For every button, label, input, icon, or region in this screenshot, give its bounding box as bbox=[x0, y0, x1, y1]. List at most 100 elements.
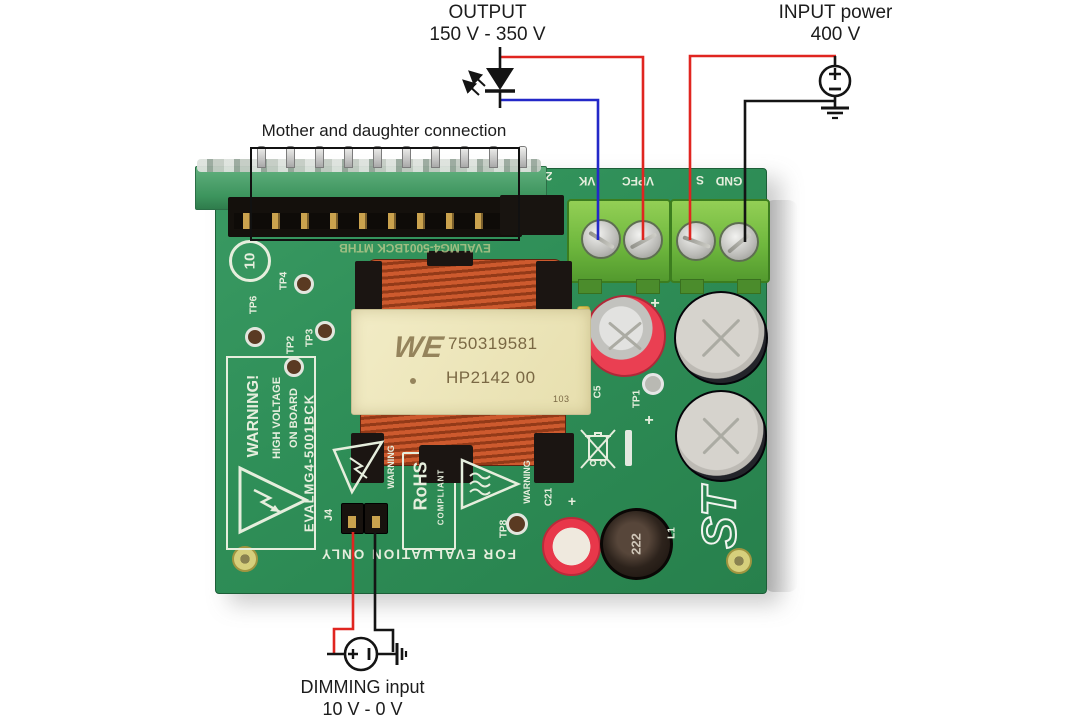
header-pin bbox=[373, 146, 382, 168]
silkscreen-term-gnd: GND bbox=[715, 174, 743, 188]
tp4-label: TP4 bbox=[278, 271, 290, 291]
transformer-part-number: 750319581 bbox=[448, 334, 538, 353]
terminal-foot bbox=[737, 279, 761, 294]
polarity-plus-mark: + bbox=[650, 295, 660, 312]
terminal-foot bbox=[578, 279, 602, 294]
j4-pin-2 bbox=[364, 503, 388, 534]
we-logo: WE bbox=[391, 331, 446, 364]
capacitor-bulk-1 bbox=[674, 291, 768, 385]
mounting-pad bbox=[232, 546, 258, 572]
ground-symbol bbox=[821, 106, 849, 120]
pin-header-contacts bbox=[234, 213, 516, 229]
solder-joints-row bbox=[197, 159, 541, 172]
output-title: OUTPUT bbox=[448, 2, 527, 23]
header-pin bbox=[286, 146, 295, 168]
input-label: INPUT power 400 V bbox=[748, 2, 923, 46]
capacitor-c5 bbox=[584, 295, 666, 377]
pin-header-connector bbox=[228, 197, 522, 237]
c21-label: C21 bbox=[543, 487, 555, 507]
header-pin bbox=[460, 146, 469, 168]
tp6-testpoint bbox=[245, 327, 265, 347]
for-evaluation-text: FOR EVALUATION ONLY bbox=[319, 546, 517, 562]
transformer-label-plate: WE 750319581 HP2142 00 103 bbox=[351, 309, 591, 415]
capacitor-bulk-2 bbox=[675, 390, 767, 482]
header-pin bbox=[257, 146, 266, 168]
j4-label: J4 bbox=[323, 508, 335, 522]
high-voltage-text: HIGH VOLTAGE bbox=[271, 376, 283, 460]
tp4-testpoint bbox=[294, 274, 314, 294]
output-label: OUTPUT 150 V - 350 V bbox=[400, 2, 575, 46]
transformer-code: 103 bbox=[553, 394, 570, 404]
terminal-screw-in bbox=[676, 221, 716, 261]
capacitor-c21 bbox=[542, 517, 601, 576]
mother-daughter-label: Mother and daughter connection bbox=[261, 121, 507, 140]
transformer-clamp bbox=[536, 261, 572, 310]
led-light-arrow bbox=[468, 70, 486, 87]
ground-symbol bbox=[395, 643, 408, 665]
input-value: 400 V bbox=[810, 24, 861, 45]
terminal-screw-vk bbox=[581, 219, 621, 259]
tp2-testpoint bbox=[284, 357, 304, 377]
screw-slot bbox=[587, 230, 615, 250]
inductor-marking: 222 bbox=[628, 533, 644, 555]
terminal-screw-vpfc bbox=[623, 220, 663, 260]
input-voltage-source-symbol bbox=[818, 56, 852, 120]
transformer-clamp bbox=[355, 261, 382, 310]
screw-slot bbox=[629, 232, 657, 250]
terminal-foot bbox=[636, 279, 660, 294]
input-title: INPUT power bbox=[778, 2, 893, 23]
silkscreen-term-vpfc: VPFC bbox=[621, 174, 655, 188]
plate-dot bbox=[410, 378, 416, 384]
silkscreen-term-vk: VK bbox=[578, 174, 596, 188]
j4-pin-1 bbox=[341, 503, 364, 534]
led-light-arrow bbox=[462, 79, 480, 96]
transformer-rev: HP2142 00 bbox=[446, 368, 536, 387]
header-pin bbox=[402, 146, 411, 168]
transformer-clamp bbox=[534, 433, 574, 483]
transformer-clamp bbox=[427, 251, 473, 266]
polarity-plus-mark: + bbox=[567, 493, 577, 509]
tp2-label: TP2 bbox=[285, 335, 297, 355]
epup-10-number: 10 bbox=[241, 252, 259, 270]
plus-sign bbox=[829, 68, 841, 80]
plus-sign bbox=[348, 649, 358, 659]
hot-surface-triangle-icon bbox=[460, 458, 522, 510]
weee-bin-icon bbox=[580, 429, 616, 469]
mother-daughter-box bbox=[250, 147, 520, 241]
header-pin bbox=[489, 146, 498, 168]
dimming-title: DIMMING input bbox=[300, 677, 425, 697]
dimming-label: DIMMING input 10 V - 0 V bbox=[275, 676, 450, 718]
on-board-text: ON BOARD bbox=[288, 388, 300, 448]
dimming-voltage-source-symbol bbox=[327, 636, 408, 672]
transformer-clamp bbox=[419, 445, 473, 483]
led-symbol bbox=[462, 47, 515, 108]
screw-slot bbox=[726, 231, 752, 254]
tp8-testpoint bbox=[506, 513, 528, 535]
warning-excl-text: WARNING! bbox=[245, 374, 262, 458]
header-pin bbox=[344, 146, 353, 168]
st-logo: ST bbox=[693, 483, 748, 550]
j4-pin-contact bbox=[372, 516, 380, 528]
silkscreen-term-2: 2 bbox=[545, 169, 553, 183]
tp3-testpoint bbox=[315, 321, 335, 341]
tp8-label: TP8 bbox=[498, 519, 510, 539]
high-voltage-warning-box bbox=[226, 356, 316, 550]
tp1-testpoint bbox=[642, 373, 664, 395]
tp6-label: TP6 bbox=[248, 295, 260, 315]
st-logo-text: ST bbox=[694, 484, 747, 549]
rohs-text: RoHS bbox=[410, 461, 431, 511]
transformer-top-winding bbox=[366, 259, 564, 314]
screw-slot bbox=[681, 234, 711, 249]
header-pin bbox=[431, 146, 440, 168]
tp3-label: TP3 bbox=[304, 328, 316, 348]
dimming-range: 10 V - 0 V bbox=[322, 699, 403, 718]
terminal-foot bbox=[680, 279, 704, 294]
c5-label: C5 bbox=[592, 385, 604, 399]
polarity-plus-mark: + bbox=[644, 412, 654, 429]
tp1-label: TP1 bbox=[631, 389, 643, 409]
j4-pin-contact bbox=[348, 516, 356, 528]
epup-10-icon: 10 bbox=[229, 240, 271, 282]
silkscreen-term-s: S bbox=[695, 173, 705, 187]
inductor-l1: 222 bbox=[600, 508, 673, 580]
